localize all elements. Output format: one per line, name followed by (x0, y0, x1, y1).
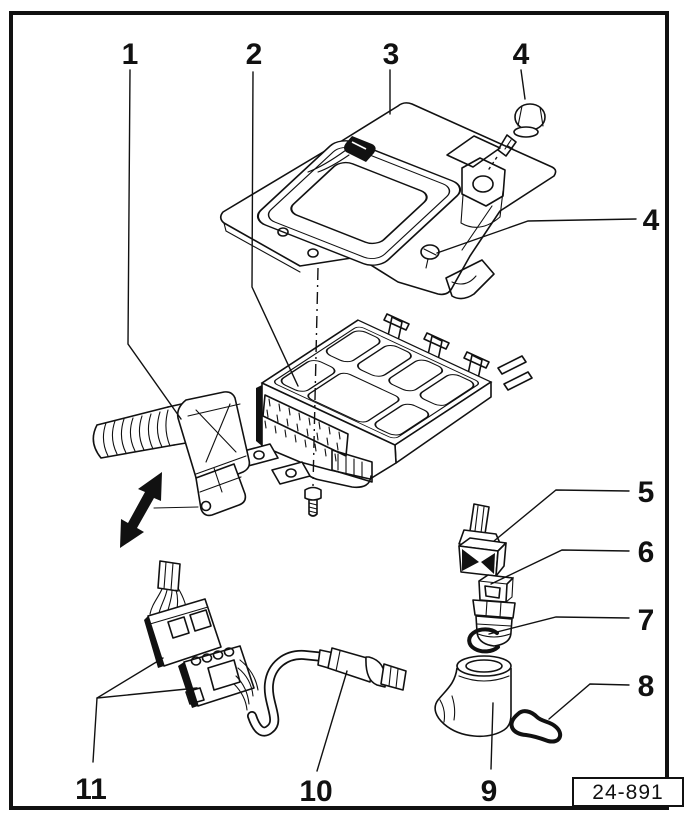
callout-3: 3 (383, 38, 400, 71)
bracket-hole (307, 248, 319, 258)
callout-4-bolt: 4 (513, 38, 530, 71)
bracket-arm-screw (420, 244, 440, 269)
connector-pair-drawing (144, 560, 259, 711)
figure-reference-label: 24-891 (592, 781, 663, 804)
boot-housing-drawing (434, 655, 512, 738)
callout-6: 6 (638, 536, 655, 569)
harness-connector-drawing (92, 391, 251, 548)
retaining-clip-drawing (509, 709, 563, 744)
sensor-plug-drawing (458, 503, 507, 577)
callout-8: 8 (638, 670, 655, 703)
callout-2: 2 (246, 38, 263, 71)
temp-sensor-drawing (472, 574, 516, 647)
callout-11: 11 (75, 773, 107, 806)
ecu-screw-drawing (304, 486, 322, 517)
o-ring-drawing (467, 627, 500, 654)
bracket-hole (277, 227, 289, 237)
oxygen-sensor-drawing (247, 647, 407, 737)
bracket-tab (460, 157, 506, 228)
hex-bolt-drawing (486, 103, 546, 173)
diagram-border (9, 11, 669, 810)
direction-arrow (120, 472, 162, 548)
callout-1: 1 (122, 38, 139, 71)
bracket-latch-clip (307, 136, 376, 173)
figure-reference: 24-891 (572, 777, 684, 807)
callout-7: 7 (638, 604, 655, 637)
leader-lines (92, 69, 637, 772)
ecu-foot-tabs (239, 443, 311, 485)
callout-5: 5 (638, 476, 655, 509)
callout-10: 10 (299, 775, 332, 808)
bracket-foot-tab (445, 259, 495, 300)
mounting-bracket-drawing (219, 102, 557, 300)
callout-4-screw: 4 (643, 204, 660, 237)
control-unit-drawing (239, 313, 533, 489)
callout-9: 9 (481, 775, 498, 808)
